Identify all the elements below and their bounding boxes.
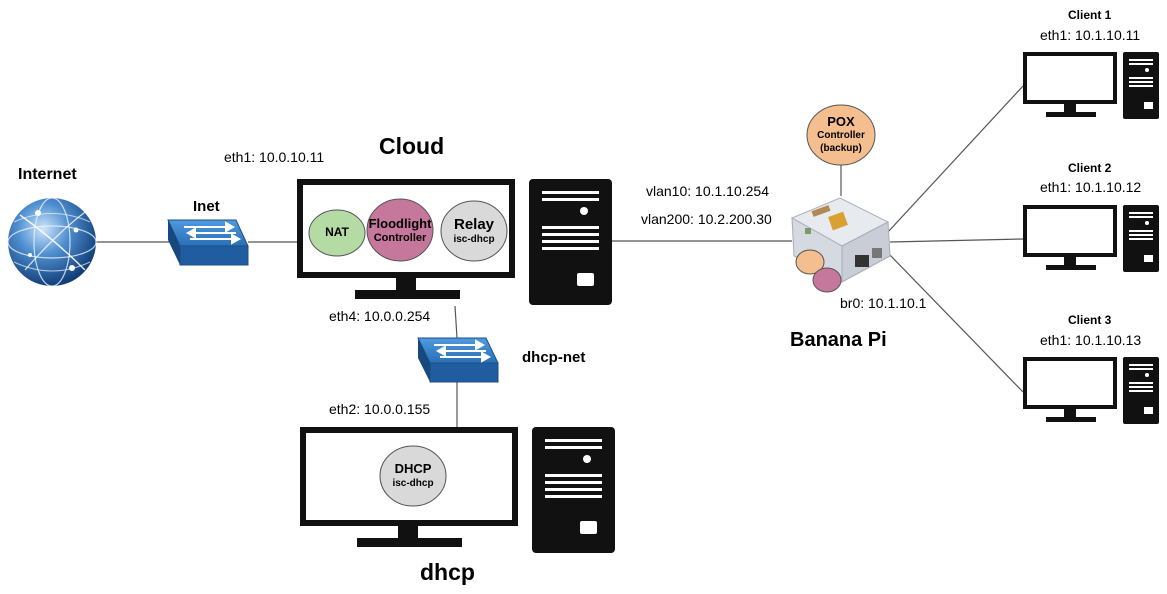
- dhcp-net-label: dhcp-net: [522, 349, 586, 366]
- dhcp-service: [379, 445, 447, 507]
- floodlight-service: [366, 198, 434, 262]
- banana-pi-orange-dot: [795, 249, 825, 275]
- floodlight-label: Floodlight: [368, 216, 432, 231]
- banana-pi-pink-dot: [812, 267, 842, 293]
- client-2-computer: [1023, 205, 1159, 272]
- pox-sub-label-1: Controller: [817, 130, 865, 141]
- dhcp-service-sub-label: isc-dhcp: [392, 478, 434, 489]
- link-cloud-dhcpnet: [454, 305, 458, 339]
- inet-switch-label: Inet: [193, 198, 220, 215]
- client-1-eth: eth1: 10.1.10.11: [1040, 27, 1141, 43]
- pox-service: [806, 104, 876, 166]
- client-2-name: Client 2: [1068, 161, 1112, 175]
- link-bananapi-client1: [887, 85, 1024, 233]
- nat-service: [308, 209, 366, 257]
- dhcp-title: dhcp: [420, 559, 475, 585]
- br0-label: br0: 10.1.10.1: [840, 295, 927, 311]
- floodlight-sub-label: Controller: [373, 232, 427, 244]
- dhcp-eth2-label: eth2: 10.0.0.155: [329, 401, 431, 417]
- link-bananapi-client3: [887, 252, 1024, 393]
- pox-label: POX: [827, 114, 855, 129]
- cloud-server-tower: [529, 179, 612, 305]
- vlan10-label: vlan10: 10.1.10.254: [646, 183, 769, 199]
- relay-sub-label: isc-dhcp: [453, 234, 495, 245]
- network-switch-icon: [417, 337, 499, 383]
- banana-pi-board-icon: [790, 197, 891, 283]
- banana-pi-title: Banana Pi: [790, 329, 887, 351]
- client-1-computer: [1023, 52, 1159, 119]
- relay-service: [440, 200, 508, 262]
- dhcp-service-label: DHCP: [394, 461, 432, 476]
- connection-lines: [96, 85, 1024, 428]
- client-3-computer: [1023, 357, 1159, 424]
- cloud-eth4-label: eth4: 10.0.0.254: [329, 308, 431, 324]
- globe-icon: [7, 197, 97, 287]
- client-2-eth: eth1: 10.1.10.12: [1040, 179, 1142, 195]
- cloud-eth1-label: eth1: 10.0.10.11: [224, 149, 325, 165]
- vlan200-label: vlan200: 10.2.200.30: [641, 211, 772, 227]
- link-bananapi-client2: [889, 238, 1024, 243]
- network-switch-icon: [167, 219, 249, 266]
- client-3-name: Client 3: [1068, 313, 1112, 327]
- internet-label: Internet: [18, 166, 77, 183]
- client-3-eth: eth1: 10.1.10.13: [1040, 332, 1142, 348]
- dhcp-server-tower: [532, 427, 615, 553]
- nat-label: NAT: [325, 225, 349, 239]
- cloud-title: Cloud: [379, 133, 445, 159]
- pox-sub-label-2: (backup): [820, 143, 862, 154]
- client-1-name: Client 1: [1068, 8, 1112, 22]
- relay-label: Relay: [453, 216, 495, 233]
